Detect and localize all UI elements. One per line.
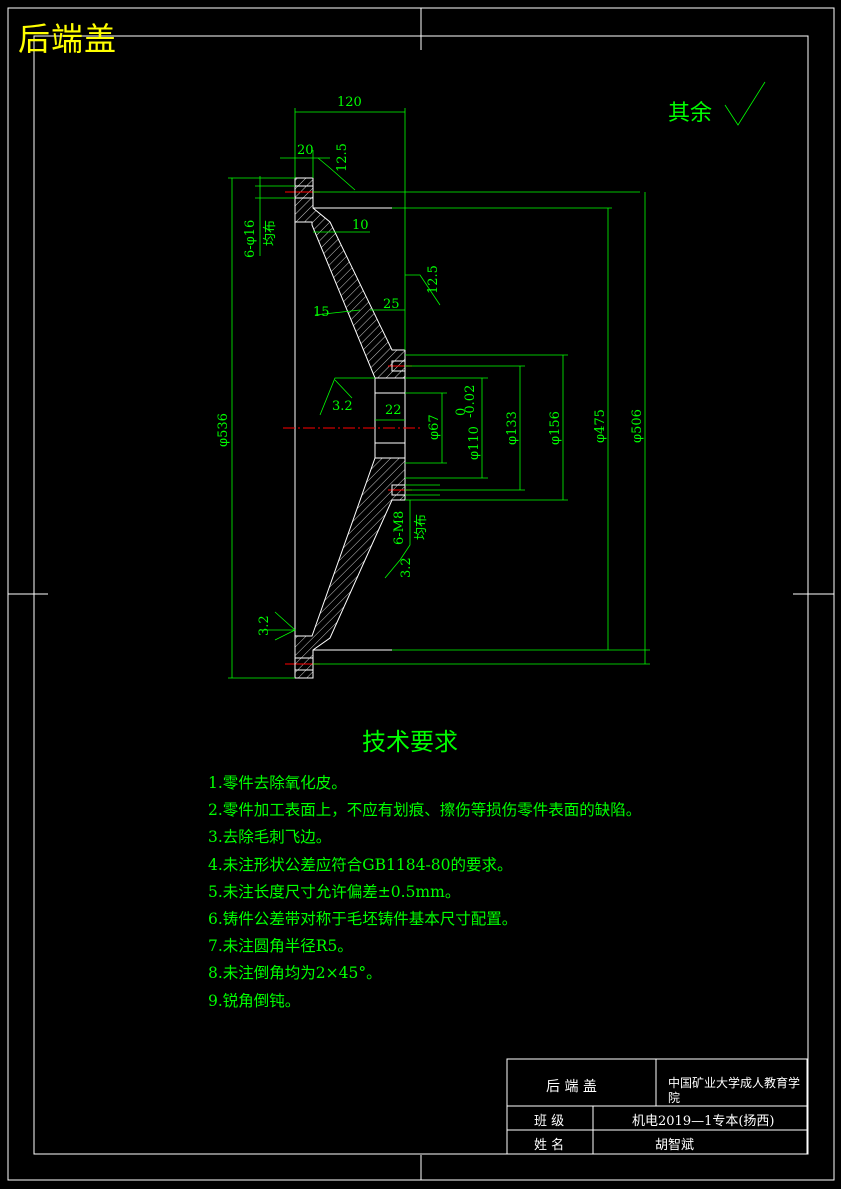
tech-requirements-list: 1.零件去除氧化皮。 2.零件加工表面上，不应有划痕、擦伤等损伤零件表面的缺陷。… [208,770,641,1015]
dim-phi110: φ110 [467,426,482,460]
list-item: 3.去除毛刺飞边。 [208,828,332,847]
surface-remark: 其余 [668,101,713,126]
dimension-lines [228,81,766,679]
title-block-school: 中国矿业大学成人教育学院 [668,1076,801,1105]
dim-15: 15 [313,305,330,320]
dim-20: 20 [297,143,314,158]
dim-hole-bottom: 6-M8 [392,511,407,545]
list-item: 9.锐角倒钝。 [208,991,301,1010]
dim-phi506: φ506 [630,409,645,443]
sheet-frame [7,7,835,1181]
dim-25: 25 [383,297,400,312]
dim-120: 120 [337,95,362,110]
dim-22: 22 [385,403,402,418]
dim-phi536: φ536 [216,413,231,447]
list-item: 4.未注形状公差应符合GB1184-80的要求。 [208,855,513,874]
title-block-class-label: 班 级 [534,1114,565,1129]
dim-roughness-12-5-a: 12.5 [335,143,350,172]
dim-phi475: φ475 [593,409,608,443]
dim-roughness-3-2-b: 3.2 [399,557,414,578]
dim-hole-top: 6-φ16 [243,220,258,258]
title-block-name-label: 姓 名 [534,1138,565,1153]
list-item: 5.未注长度尺寸允许偏差±0.5mm。 [208,882,461,901]
dim-tol-lower: -0.02 [463,385,478,418]
dim-phi133: φ133 [505,411,520,445]
list-item: 2.零件加工表面上，不应有划痕、擦伤等损伤零件表面的缺陷。 [208,801,642,820]
dim-phi156: φ156 [548,411,563,445]
list-item: 6.铸件公差带对称于毛坯铸件基本尺寸配置。 [208,910,518,929]
dim-tol-upper: 0 [454,408,469,416]
title-block [506,1058,808,1155]
list-item: 1.零件去除氧化皮。 [208,774,347,792]
dim-phi67: φ67 [427,414,442,440]
list-item: 8.未注倒角均为2×45°。 [208,964,382,983]
list-item: 7.未注圆角半径R5。 [208,937,353,956]
dim-hole-bottom-note: 均布 [414,514,429,540]
part-section [283,177,420,679]
title-block-name-value: 胡智斌 [655,1138,695,1153]
dimension-texts: 120 20 12.5 6-φ16 均布 10 12.5 15 25 3.2 2… [216,95,645,636]
title-block-part-name: 后 端 盖 [546,1079,597,1095]
dim-roughness-12-5-b: 12.5 [426,265,441,294]
drawing-title: 后端盖 [18,20,118,58]
dim-10: 10 [352,218,369,233]
dim-roughness-3-2-a: 3.2 [332,399,353,414]
dim-hole-top-note: 均布 [263,220,278,246]
dim-roughness-3-2-c: 3.2 [257,615,272,636]
title-block-class-value: 机电2019—1专本(扬西) [632,1114,775,1129]
tech-requirements-title: 技术要求 [362,728,458,756]
